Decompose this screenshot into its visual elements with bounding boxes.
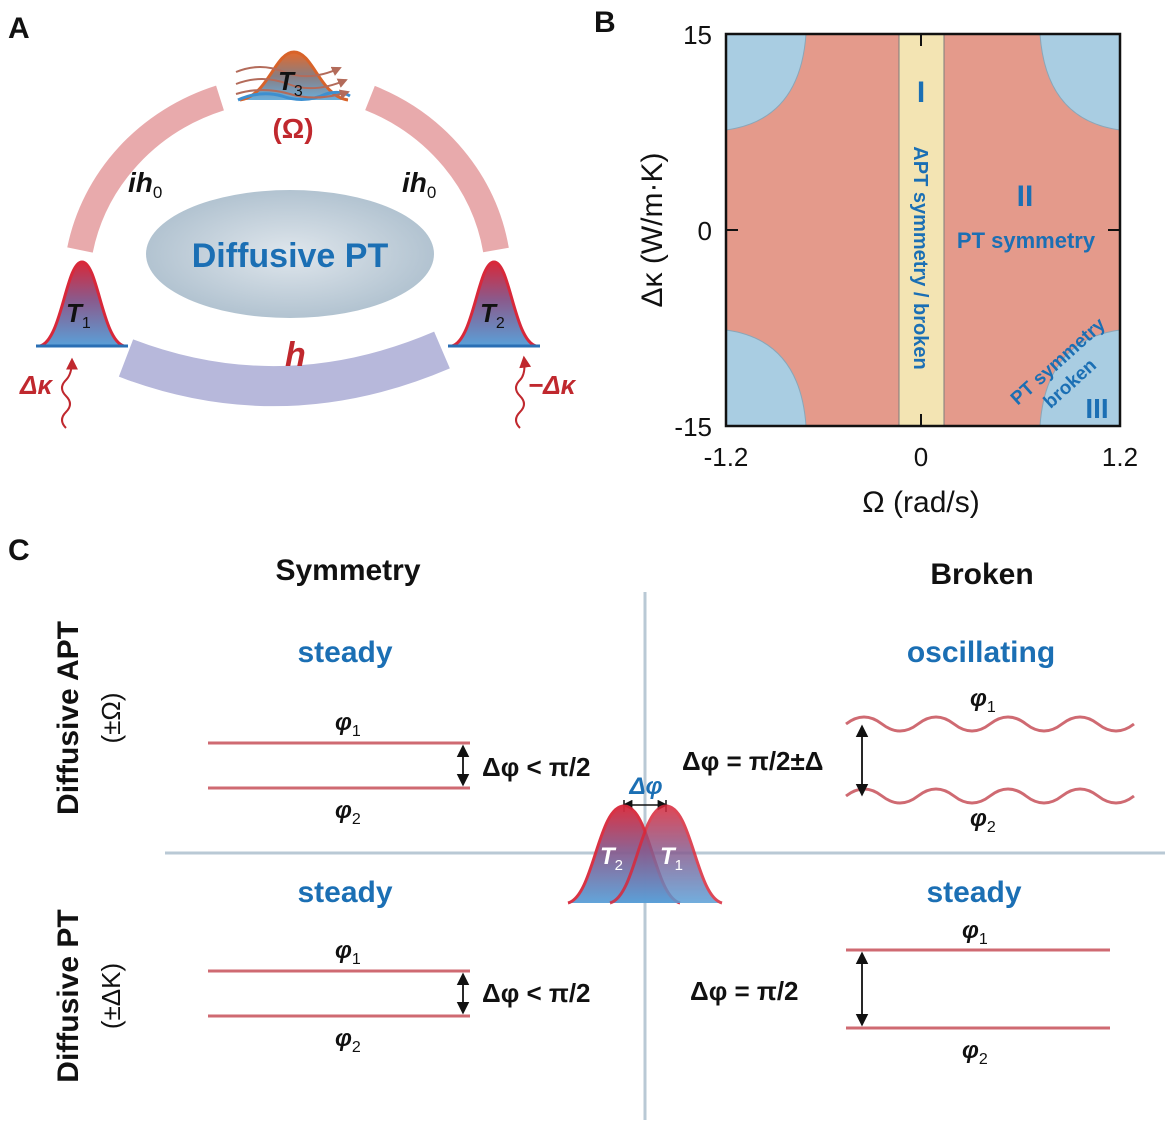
t1-label: T1 <box>66 298 91 332</box>
q2-phi2: φ2 <box>970 805 996 836</box>
row-header-pt: Diffusive PT <box>52 909 85 1082</box>
x-tick-left: -1.2 <box>704 442 749 472</box>
panel-a: Diffusive PT T3 (Ω) ih0 ih0 h T1 T <box>19 50 577 429</box>
panel-label-a: A <box>8 12 30 45</box>
center-label: Diffusive PT <box>192 237 389 275</box>
region-i-text: APT symmetry / broken <box>909 146 931 369</box>
column-header-symmetry: Symmetry <box>275 554 420 587</box>
kappa-left-label: Δκ <box>19 370 53 400</box>
center-ellipse <box>146 190 434 318</box>
y-tick-bottom: -15 <box>674 412 712 442</box>
q1-phi2: φ2 <box>335 797 361 828</box>
broken-corner-bottom-right <box>1039 329 1120 426</box>
y-tick-mid: 0 <box>698 216 712 246</box>
center-peak-t1 <box>609 804 723 905</box>
region-ii-text: PT symmetry <box>957 228 1096 253</box>
panel-label-c: C <box>8 534 30 567</box>
broken-corner-top-left <box>726 34 807 131</box>
region-iii-numeral: III <box>1085 393 1108 424</box>
q1-phi1: φ1 <box>335 709 361 740</box>
q2-wave-phi2 <box>845 787 1135 805</box>
q2-dphi-label: Δφ = π/2±Δ <box>682 746 823 776</box>
q1-state: steady <box>297 636 392 669</box>
t3-peak <box>235 50 351 102</box>
t1-peak <box>36 260 128 348</box>
coupling-arc-left <box>67 85 225 253</box>
t3-label: T3 <box>278 66 303 100</box>
q2-state: oscillating <box>907 636 1055 669</box>
row-header-apt-sub: (±Ω) <box>96 692 126 743</box>
t2-peak <box>448 260 540 348</box>
q2-phi1: φ1 <box>970 685 996 716</box>
q3-state: steady <box>297 876 392 909</box>
center-dphi-label: Δφ <box>629 773 663 800</box>
panel-b: 15 0 -15 -1.2 0 1.2 Ω (rad/s) Δκ (W/m·K)… <box>636 20 1138 519</box>
x-tick-right: 1.2 <box>1102 442 1138 472</box>
kappa-right-label: −Δκ <box>528 370 577 400</box>
x-axis-label: Ω (rad/s) <box>862 486 979 519</box>
broken-corner-top-right <box>1039 34 1120 131</box>
row-header-apt: Diffusive APT <box>52 621 85 815</box>
y-tick-top: 15 <box>683 20 712 50</box>
q3-dphi-label: Δφ < π/2 <box>482 978 591 1008</box>
panel-label-b: B <box>594 6 616 39</box>
x-tick-mid: 0 <box>914 442 928 472</box>
q2-wave-phi1 <box>845 715 1135 733</box>
coupling-label-bottom: h <box>285 336 306 374</box>
q4-phi1: φ1 <box>962 917 988 948</box>
coupling-label-right: ih0 <box>402 167 436 202</box>
center-t2-label: T2 <box>600 843 623 874</box>
q4-phi2: φ2 <box>962 1037 988 1068</box>
q3-phi1: φ1 <box>335 937 361 968</box>
row-header-pt-sub: (±ΔK) <box>96 963 126 1029</box>
broken-corner-bottom-left <box>726 329 807 426</box>
q3-phi2: φ2 <box>335 1025 361 1056</box>
q4-state: steady <box>926 876 1021 909</box>
q1-dphi-label: Δφ < π/2 <box>482 752 591 782</box>
column-header-broken: Broken <box>930 558 1033 591</box>
coupling-bar-bottom <box>118 331 450 407</box>
panel-c: Symmetry Broken Diffusive APT (±Ω) Diffu… <box>52 554 1165 1120</box>
y-axis-label: Δκ (W/m·K) <box>636 153 669 308</box>
coupling-arc-right <box>365 85 509 253</box>
region-i-numeral: I <box>917 76 925 109</box>
q4-dphi-label: Δφ = π/2 <box>690 976 799 1006</box>
omega-label: (Ω) <box>272 113 313 144</box>
coupling-label-left: ih0 <box>128 167 162 202</box>
t2-label: T2 <box>480 298 505 332</box>
heat-flux-left <box>61 357 78 429</box>
heat-flux-right <box>515 355 532 429</box>
center-t1-label: T1 <box>660 843 683 874</box>
region-ii-numeral: II <box>1017 180 1034 213</box>
apt-band <box>898 34 945 426</box>
